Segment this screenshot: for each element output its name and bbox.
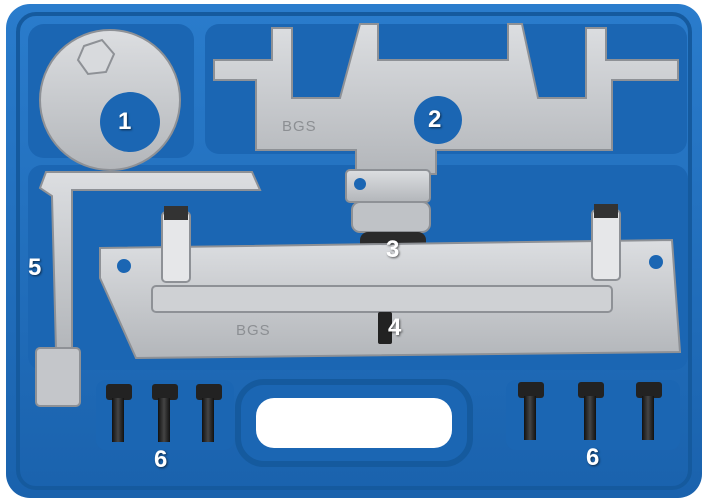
tool-1-round-plate [39, 29, 181, 171]
brand-mark-bar: BGS [236, 322, 271, 339]
label-6-left: 6 [154, 446, 168, 473]
handle-opening [256, 398, 452, 448]
label-1: 1 [118, 108, 132, 135]
label-2: 2 [428, 106, 442, 133]
label-6-right: 6 [586, 444, 600, 471]
tool-2-camshaft-bracket [213, 23, 679, 175]
tool-6-bolts-right [518, 382, 662, 440]
label-5: 5 [28, 254, 42, 281]
tool-5-l-wrench [35, 171, 262, 407]
tool-6-bolts-left [106, 384, 222, 442]
label-4: 4 [388, 314, 402, 341]
tool-4-locking-bar [99, 204, 682, 360]
brand-mark-bracket: BGS [282, 118, 317, 135]
label-3: 3 [386, 236, 400, 263]
case-rim [16, 12, 692, 490]
